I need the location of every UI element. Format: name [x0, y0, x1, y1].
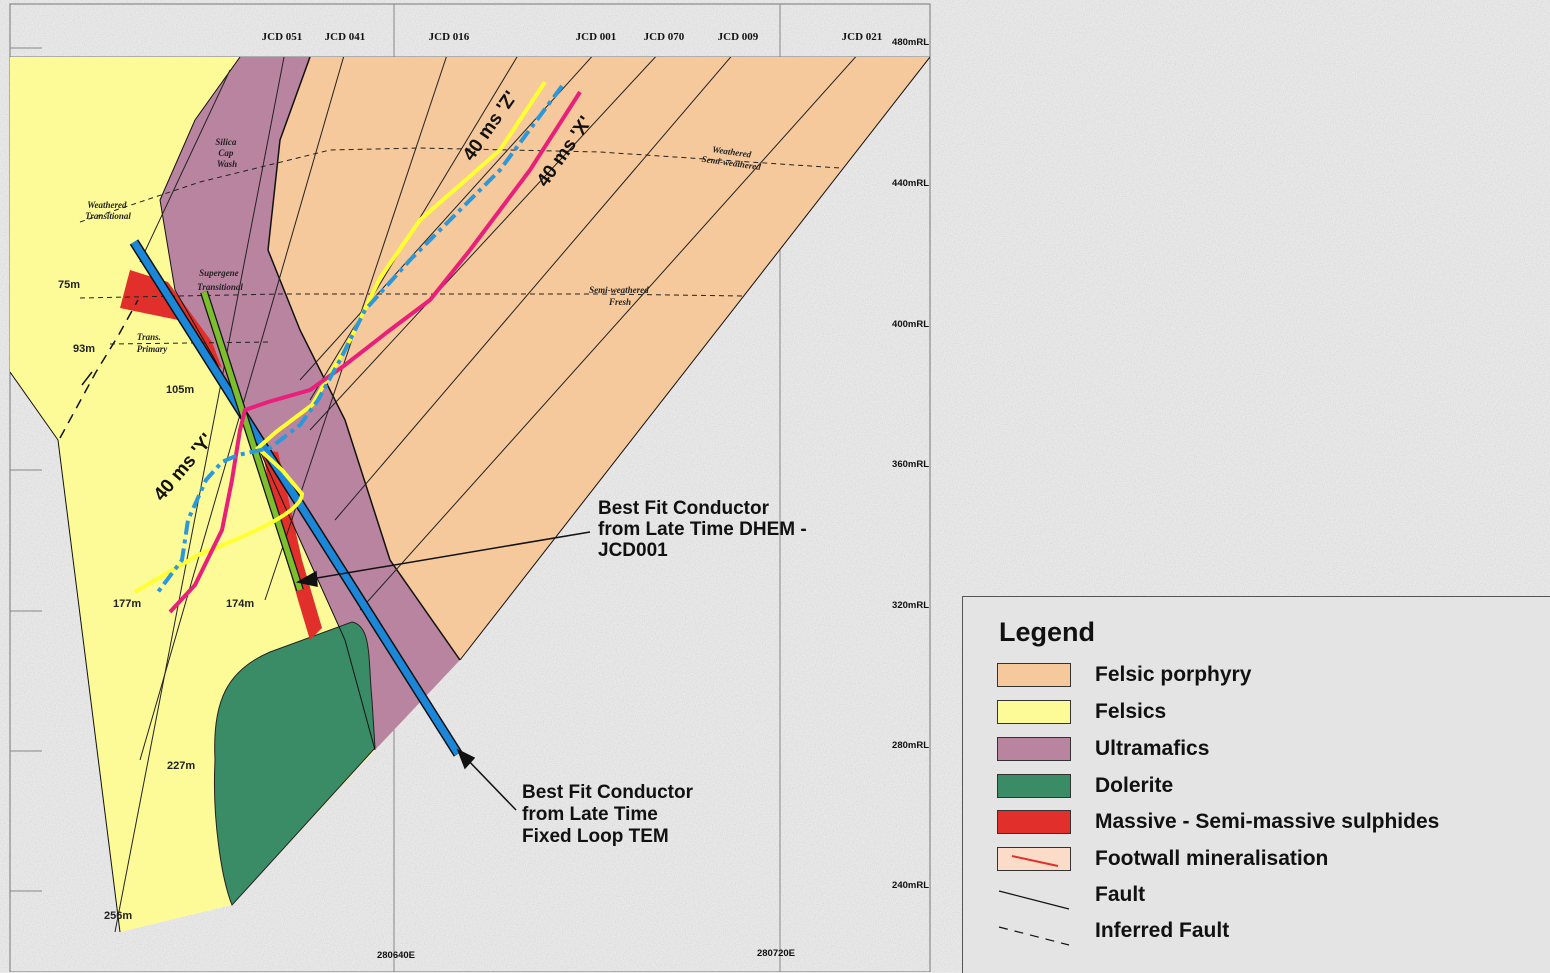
legend-item-sulphides: Massive - Semi-massive sulphides: [963, 810, 1550, 838]
rl-label-360: 360mRL: [892, 459, 929, 470]
legend-label-felsic-porphyry: Felsic porphyry: [1095, 663, 1252, 686]
rl-label-480: 480mRL: [892, 37, 929, 48]
legend-swatch-dolerite: [997, 774, 1071, 798]
legend-item-ultramafics: Ultramafics: [963, 737, 1550, 765]
legend-item-fault: Fault: [963, 883, 1550, 911]
depth-label-105m: 105m: [166, 384, 194, 396]
annotation-tem-line-1: Best Fit Conductor: [522, 782, 693, 803]
annotation-tem-line-2: from Late Time: [522, 804, 658, 825]
plate-trace-z: [133, 80, 547, 594]
section-frame: [9, 3, 931, 972]
legend-swatch-ultramafics: [997, 737, 1071, 761]
drillhole-label-jcd021: JCD 021: [842, 31, 883, 43]
footwall-line-icon: [1011, 855, 1059, 867]
legend-item-felsics: Felsics: [963, 700, 1550, 728]
cross-section: JCD 051 JCD 041 JCD 016 JCD 001 JCD 070 …: [9, 3, 931, 972]
annotation-dhem: Best Fit Conductor from Late Time DHEM -…: [598, 498, 807, 561]
depth-label-75m: 75m: [58, 279, 80, 291]
sulphide-lens-lower: [262, 450, 322, 640]
tem-arrow-line: [462, 754, 517, 811]
drillhole-label-jcd009: JCD 009: [718, 31, 759, 43]
drillhole-label-jcd016: JCD 016: [429, 31, 470, 43]
depth-label-93m: 93m: [73, 343, 95, 355]
weathering-horizons: [79, 147, 841, 345]
conductor-tem: [131, 240, 461, 756]
zone-label-supergene-transitional: Supergene Transitional: [197, 268, 243, 292]
legend-title: Legend: [999, 617, 1096, 647]
legend-swatch-footwall: [997, 847, 1071, 871]
zone-label-weathered-transitional-left: Weathered Transitional: [85, 200, 131, 221]
legend-label-felsics: Felsics: [1095, 700, 1167, 723]
inferred-fault: [59, 299, 139, 439]
inferred-fault-line-icon: [998, 926, 1070, 946]
sulphide-lens-upper: [120, 270, 222, 368]
legend-label-dolerite: Dolerite: [1095, 774, 1174, 797]
legend-item-inferred-fault: Inferred Fault: [963, 919, 1550, 947]
legend-item-footwall: Footwall mineralisation: [963, 847, 1550, 875]
legend-panel: Legend Felsic porphyry Felsics Ultramafi…: [962, 596, 1550, 973]
depth-label-174m: 174m: [226, 598, 254, 610]
ultramafics-unit: [160, 57, 460, 750]
depth-label-177m: 177m: [113, 598, 141, 610]
annotation-tem: Best Fit Conductor from Late Time Fixed …: [522, 782, 693, 848]
drillhole-label-jcd001: JCD 001: [576, 31, 617, 43]
depth-label-227m: 227m: [167, 760, 195, 772]
tem-arrow-head: [456, 748, 476, 770]
rl-label-280: 280mRL: [892, 740, 929, 751]
annotation-tem-line-3: Fixed Loop TEM: [522, 826, 669, 847]
drillhole-label-jcd070: JCD 070: [644, 31, 685, 43]
legend-label-sulphides: Massive - Semi-massive sulphides: [1095, 810, 1440, 833]
dhem-arrow-line: [304, 531, 591, 581]
easting-label-280720: 280720E: [757, 948, 795, 959]
legend-swatch-sulphides: [997, 810, 1071, 834]
legend-label-fault: Fault: [1095, 883, 1146, 906]
rl-label-320: 320mRL: [892, 600, 929, 611]
rl-label-240: 240mRL: [892, 880, 929, 891]
legend-label-footwall: Footwall mineralisation: [1095, 847, 1329, 870]
conductor-dhem: [201, 291, 303, 591]
legend-label-inferred-fault: Inferred Fault: [1095, 919, 1230, 942]
easting-label-280640: 280640E: [377, 950, 415, 961]
drillhole-label-jcd051: JCD 051: [262, 31, 303, 43]
legend-label-ultramafics: Ultramafics: [1095, 737, 1210, 760]
dhem-arrow-head: [295, 570, 318, 587]
dolerite-unit: [213, 621, 376, 906]
zone-label-silica-cap: Silica Cap Wash: [215, 137, 238, 169]
legend-swatch-felsic-porphyry: [997, 663, 1071, 687]
legend-item-dolerite: Dolerite: [963, 774, 1550, 802]
drillhole-label-jcd041: JCD 041: [325, 31, 366, 43]
zone-label-trans-primary: Trans. Primary: [137, 332, 169, 354]
depth-label-256m: 256m: [104, 910, 132, 922]
legend-swatch-felsics: [997, 700, 1071, 724]
plate-trace-x: [168, 90, 582, 614]
annotation-dhem-line-2: from Late Time DHEM -: [598, 519, 807, 540]
legend-item-felsic-porphyry: Felsic porphyry: [963, 663, 1550, 691]
annotation-dhem-line-1: Best Fit Conductor: [598, 498, 769, 519]
fault-line-icon: [998, 890, 1070, 910]
rl-label-400: 400mRL: [892, 319, 929, 330]
zone-label-semi-weathered-fresh: Semi-weathered Fresh: [589, 285, 651, 307]
annotation-dhem-line-3: JCD001: [598, 540, 668, 561]
plate-trace-y: [156, 84, 564, 594]
rl-label-440: 440mRL: [892, 178, 929, 189]
